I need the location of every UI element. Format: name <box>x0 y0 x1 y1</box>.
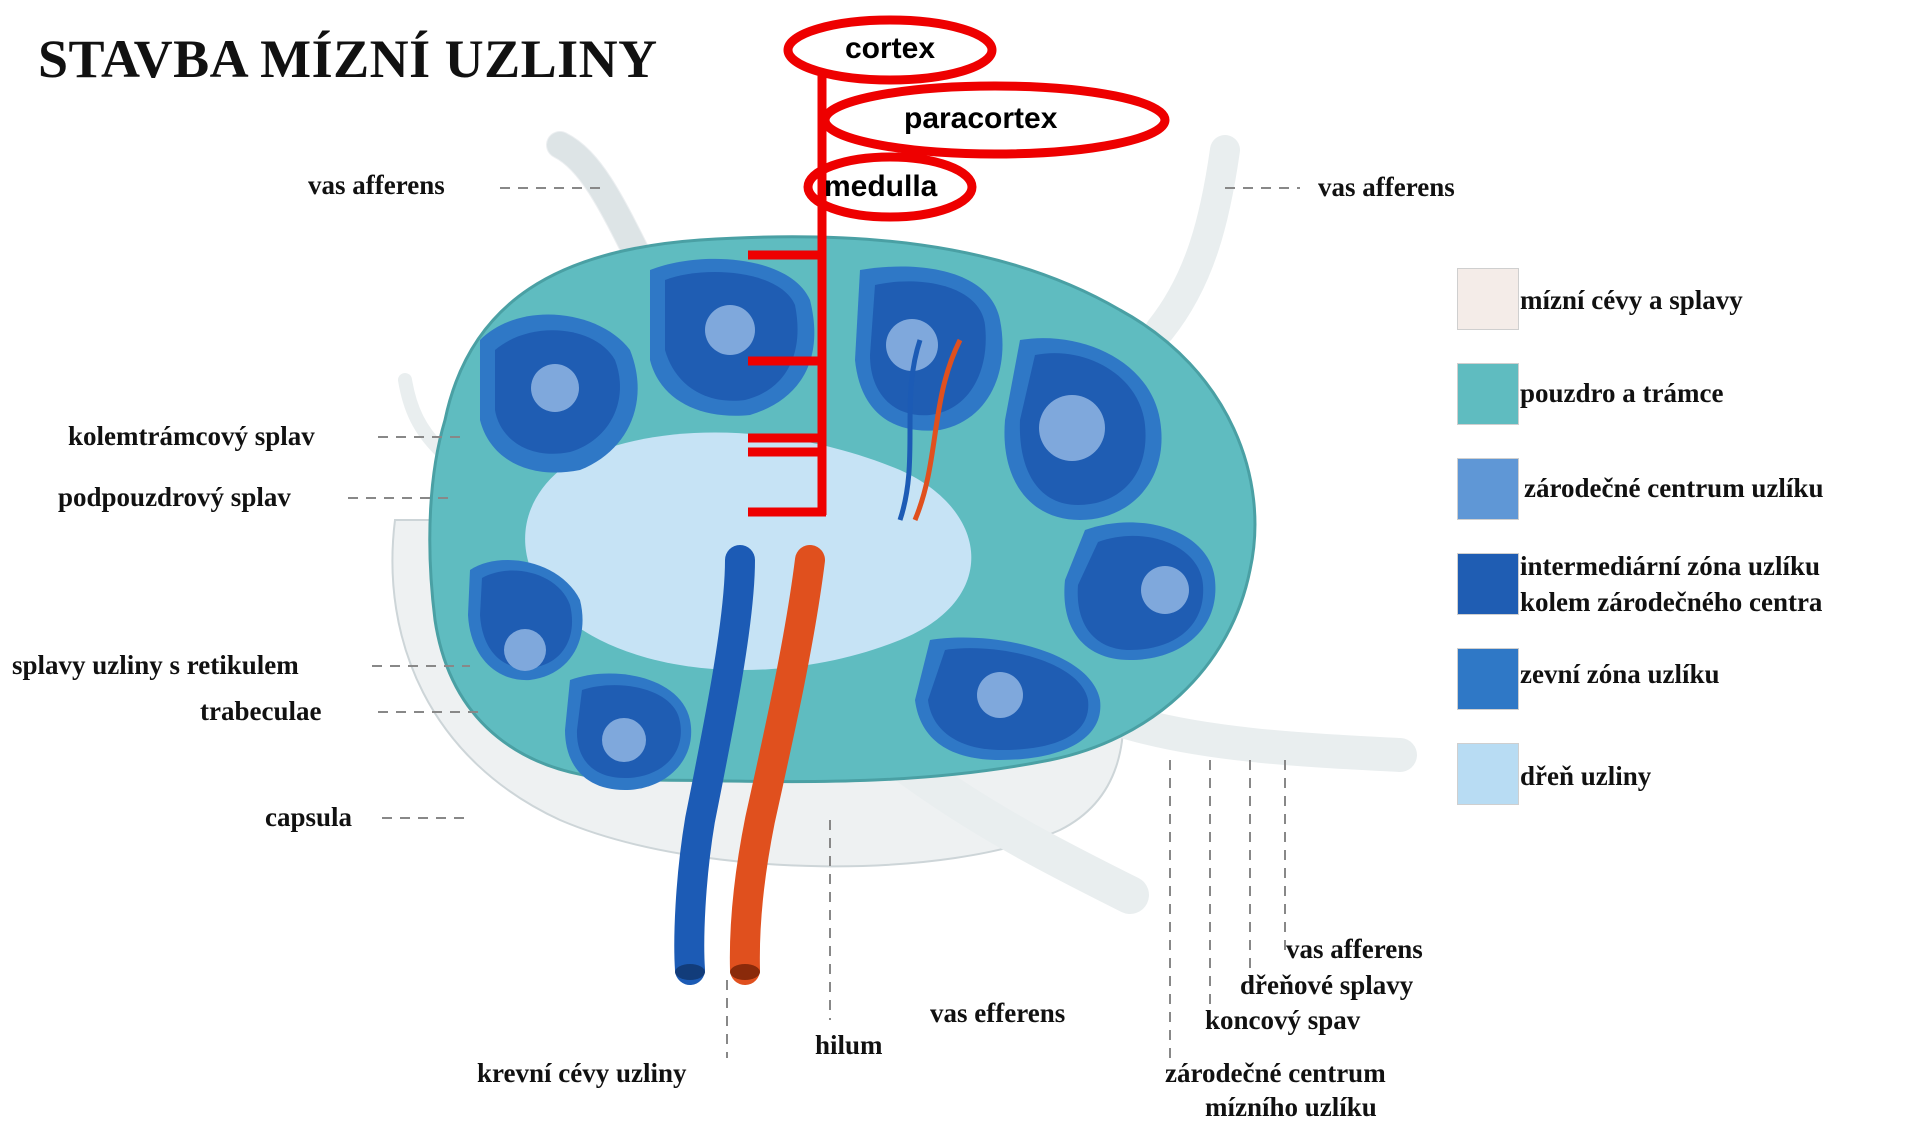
label-drenove-splavy: dřeňové splavy <box>1240 970 1413 1001</box>
label-koncovy-spav: koncový spav <box>1205 1005 1360 1036</box>
paracortex-label: paracortex <box>904 102 1057 136</box>
legend-label-capsule: pouzdro a trámce <box>1520 375 1723 411</box>
legend-label-intermediate-zone-1: intermediární zóna uzlíku <box>1520 548 1820 584</box>
legend-label-intermediate-zone-2: kolem zárodečného centra <box>1520 584 1822 620</box>
legend-label-lymph-vessels: mízní cévy a splavy <box>1520 282 1743 318</box>
legend-swatch-capsule <box>1457 363 1519 425</box>
legend-swatch-lymph-vessels <box>1457 268 1519 330</box>
vessel-afferent-lower-right <box>1120 720 1400 755</box>
label-hilum: hilum <box>815 1030 883 1061</box>
label-trabeculae: trabeculae <box>200 696 321 727</box>
label-podpouzdrovy-splav: podpouzdrový splav <box>58 482 291 513</box>
label-zarodecne-centrum-2: mízního uzlíku <box>1205 1092 1377 1123</box>
label-vas-efferens: vas efferens <box>930 998 1065 1029</box>
label-zarodecne-centrum-1: zárodečné centrum <box>1165 1058 1386 1089</box>
medulla-label: medulla <box>824 170 937 204</box>
label-kolemtramcovy-splav: kolemtrámcový splav <box>68 421 315 452</box>
vessel-small-left <box>405 380 440 450</box>
legend-label-medulla: dřeň uzliny <box>1520 758 1651 794</box>
label-capsula: capsula <box>265 802 352 833</box>
label-vas-afferens-left: vas afferens <box>308 170 445 201</box>
label-vas-afferens-right: vas afferens <box>1318 172 1455 203</box>
label-vas-afferens-bottom: vas afferens <box>1286 934 1423 965</box>
vessel-afferent-upper-right <box>1160 150 1225 330</box>
legend-label-germinal-center: zárodečné centrum uzlíku <box>1524 470 1823 506</box>
label-splavy-uzliny: splavy uzliny s retikulem <box>12 650 299 681</box>
page-title: STAVBA MÍZNÍ UZLINY <box>38 28 658 90</box>
label-krevni-cevy: krevní cévy uzliny <box>477 1058 687 1089</box>
legend-swatch-intermediate-zone <box>1457 553 1519 615</box>
legend-swatch-outer-zone <box>1457 648 1519 710</box>
legend-swatch-germinal-center <box>1457 458 1519 520</box>
legend-label-outer-zone: zevní zóna uzlíku <box>1520 656 1720 692</box>
cortex-label: cortex <box>845 32 935 66</box>
legend-swatch-medulla <box>1457 743 1519 805</box>
